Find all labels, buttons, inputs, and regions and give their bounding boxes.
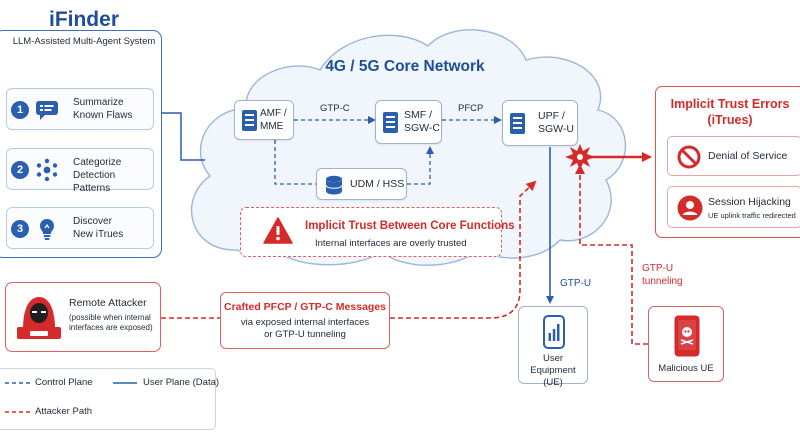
ifinder-link — [162, 112, 205, 161]
legend-user-swatch — [113, 382, 137, 384]
phone-icon — [543, 315, 565, 349]
error-label: Denial of Service — [708, 150, 788, 162]
legend: Control Plane User Plane (Data) Attacker… — [0, 368, 220, 430]
prohibited-icon — [677, 145, 701, 169]
legend-control-swatch — [5, 382, 31, 384]
malicious-ue-box: Malicious UE — [648, 306, 724, 382]
error-sublabel: UE uplink traffic redirected — [708, 211, 796, 220]
legend-control-plane: Control Plane — [35, 377, 93, 388]
warning-icon — [263, 217, 293, 244]
crafted-subtitle: via exposed internal interfaces or GTP-U… — [240, 317, 370, 340]
server-icon — [510, 113, 525, 134]
user-equipment-box: User Equipment (UE) — [518, 306, 588, 388]
ifinder-subtitle: LLM-Assisted Multi-Agent System — [12, 36, 156, 47]
attacker-note: (possible when internal interfaces are e… — [69, 313, 153, 332]
step-categorize: 2 Categorize Detection Patterns — [6, 148, 154, 194]
node-label: UPF /SGW-U — [538, 110, 574, 135]
lightbulb-icon — [40, 219, 54, 240]
core-network-title: 4G / 5G Core Network — [325, 58, 485, 75]
database-icon — [325, 175, 343, 195]
pfcp-label: PFCP — [458, 103, 484, 114]
itrues-title: Implicit Trust Errors (iTrues) — [670, 97, 790, 127]
error-session-hijacking: Session Hijacking UE uplink traffic redi… — [667, 186, 800, 228]
malicious-ue-label: Malicious UE — [658, 363, 714, 374]
node-smf-sgwc: SMF /SGW-C — [375, 100, 442, 144]
attacker-path-2 — [390, 180, 537, 319]
error-label: Session Hijacking — [708, 196, 791, 208]
node-amf-mme: AMF / MME — [234, 100, 294, 140]
crafted-messages-box: Crafted PFCP / GTP-C Messages via expose… — [220, 292, 390, 349]
remote-attacker-box: Remote Attacker (possible when internal … — [5, 282, 161, 352]
legend-attacker-path: Attacker Path — [35, 406, 93, 417]
node-label: AMF / MME — [260, 108, 287, 132]
legend-user-plane: User Plane (Data) — [143, 377, 220, 388]
legend-attack-swatch — [5, 411, 31, 413]
ifinder-title: iFinder — [48, 8, 119, 31]
malicious-phone-icon — [674, 315, 700, 357]
udm-smf-link — [407, 146, 434, 185]
attacker-label: Remote Attacker — [69, 297, 147, 309]
exploit-burst-icon — [565, 144, 595, 170]
node-label: UDM / HSS — [350, 177, 405, 190]
server-icon — [242, 110, 257, 131]
gtpu-label: GTP-U — [560, 278, 592, 289]
chat-bubble-icon — [36, 101, 58, 120]
error-denial-of-service: Denial of Service — [667, 136, 800, 176]
step-label: Summarize Known Flaws — [73, 97, 133, 121]
step-label: Discover New iTrues — [73, 216, 124, 240]
implicit-trust-title: Implicit Trust Between Core Functions — [305, 220, 515, 232]
ue-label: User Equipment (UE) — [530, 353, 576, 388]
node-upf-sgwu: UPF /SGW-U — [502, 100, 578, 146]
udm-amf-link — [271, 134, 316, 185]
cluster-dots-icon — [36, 158, 58, 182]
user-circle-icon — [677, 195, 703, 221]
node-label: SMF /SGW-C — [404, 109, 440, 134]
implicit-trust-subtitle: Internal interfaces are overly trusted — [315, 238, 467, 249]
node-udm-hss: UDM / HSS — [316, 168, 407, 200]
implicit-trust-box: Implicit Trust Between Core Functions In… — [240, 207, 515, 257]
gtpu-tunneling-label: GTP-U tunneling — [642, 263, 683, 287]
malicious-path — [575, 164, 648, 345]
step-discover: 3 Discover New iTrues — [6, 207, 154, 249]
step-number: 1 — [11, 101, 29, 119]
hooded-attacker-icon — [17, 297, 61, 339]
server-icon — [383, 112, 398, 133]
step-summarize: 1 Summarize Known Flaws — [6, 88, 154, 130]
gtpc-label: GTP-C — [320, 103, 350, 114]
crafted-title: Crafted PFCP / GTP-C Messages — [223, 301, 387, 313]
step-number: 3 — [11, 220, 29, 238]
step-number: 2 — [11, 161, 29, 179]
step-label: Categorize Detection Patterns — [73, 157, 122, 194]
